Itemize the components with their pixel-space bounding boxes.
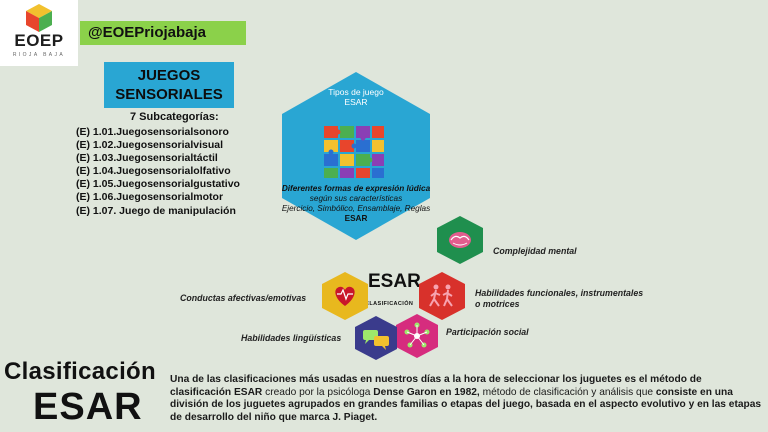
social-handle-banner: @EOEPriojabaja xyxy=(80,21,246,45)
para-part-1: Una de las clasificaciones más usadas en… xyxy=(170,374,702,398)
clasificacion-heading: Clasificación xyxy=(4,358,156,385)
description-paragraph: Una de las clasificaciones más usadas en… xyxy=(170,374,764,424)
title-line-1: JUEGOS xyxy=(137,67,201,84)
brain-icon xyxy=(437,216,483,264)
conductas-afectivas-label: Conductas afectivas/emotivas xyxy=(180,293,307,303)
hexagon-title-line-1: Tipos de juego xyxy=(328,87,384,97)
desc-line-1: Diferentes formas de expresión lúdica xyxy=(281,184,431,193)
complejidad-mental-label: Complejidad mental xyxy=(493,246,577,256)
funcionales-line-1: Habilidades funcionales, instrumentales xyxy=(475,288,644,298)
desc-line-2: según sus características xyxy=(309,194,403,203)
center-clasificacion-label: CLASIFICACIÓN xyxy=(365,301,414,307)
hexagon-description: Diferentes formas de expresión lúdica se… xyxy=(264,184,448,224)
list-item: (E) 1.05.Juegosensorialgustativo xyxy=(76,178,240,191)
subcategories-heading: 7 Subcategorías: xyxy=(130,111,219,123)
speech-bubbles-icon xyxy=(355,316,397,360)
hexagon-title: Tipos de juego ESAR xyxy=(300,87,412,107)
heart-icon xyxy=(322,272,368,320)
list-item: (E) 1.07. Juego de manipulación xyxy=(76,204,236,217)
cube-logo-icon xyxy=(26,4,52,32)
para-part-5: consiste en una división de los juguetes… xyxy=(170,386,762,423)
esar-heading: ESAR xyxy=(33,386,143,428)
desc-line-3: Ejercicio, Simbólico, Ensamblaje, Reglas xyxy=(281,204,431,213)
hexagon-title-line-2: ESAR xyxy=(344,97,368,107)
list-item: (E) 1.02.Juegosensorialvisual xyxy=(76,139,224,152)
para-part-4: método de clasificación y análisis que xyxy=(479,386,656,398)
puzzle-icon xyxy=(324,126,384,178)
center-esar-title: ESAR xyxy=(368,271,421,292)
people-network-icon xyxy=(396,314,438,358)
list-item: (E) 1.04.Juegosensorialolfativo xyxy=(76,165,231,178)
list-item: (E) 1.03.Juegosensorialtáctil xyxy=(76,152,218,165)
habilidades-funcionales-label: Habilidades funcionales, instrumentales … xyxy=(475,288,643,310)
eoep-logo: EOEP RIOJA BAJA xyxy=(0,0,78,66)
title-line-2: SENSORIALES xyxy=(115,86,223,103)
list-item: (E) 1.01.Juegosensorialsonoro xyxy=(76,126,229,138)
logo-name: EOEP xyxy=(14,31,64,50)
funcionales-line-2: o motrices xyxy=(475,299,520,309)
subcategories-list: (E) 1.01.Juegosensorialsonoro (E) 1.02.J… xyxy=(76,126,240,218)
para-part-2: creado por la psicóloga xyxy=(262,386,374,398)
logo-subtitle: RIOJA BAJA xyxy=(12,52,66,58)
juegos-sensoriales-title: JUEGOS SENSORIALES xyxy=(104,62,234,108)
desc-line-4: ESAR xyxy=(344,214,368,223)
running-figures-icon xyxy=(419,272,465,320)
participacion-social-label: Participación social xyxy=(446,327,529,337)
habilidades-linguisticas-label: Habilidades lingüísticas xyxy=(241,333,342,343)
para-part-3: Dense Garon en 1982, xyxy=(373,386,480,398)
list-item: (E) 1.06.Juegosensorialmotor xyxy=(76,191,224,204)
